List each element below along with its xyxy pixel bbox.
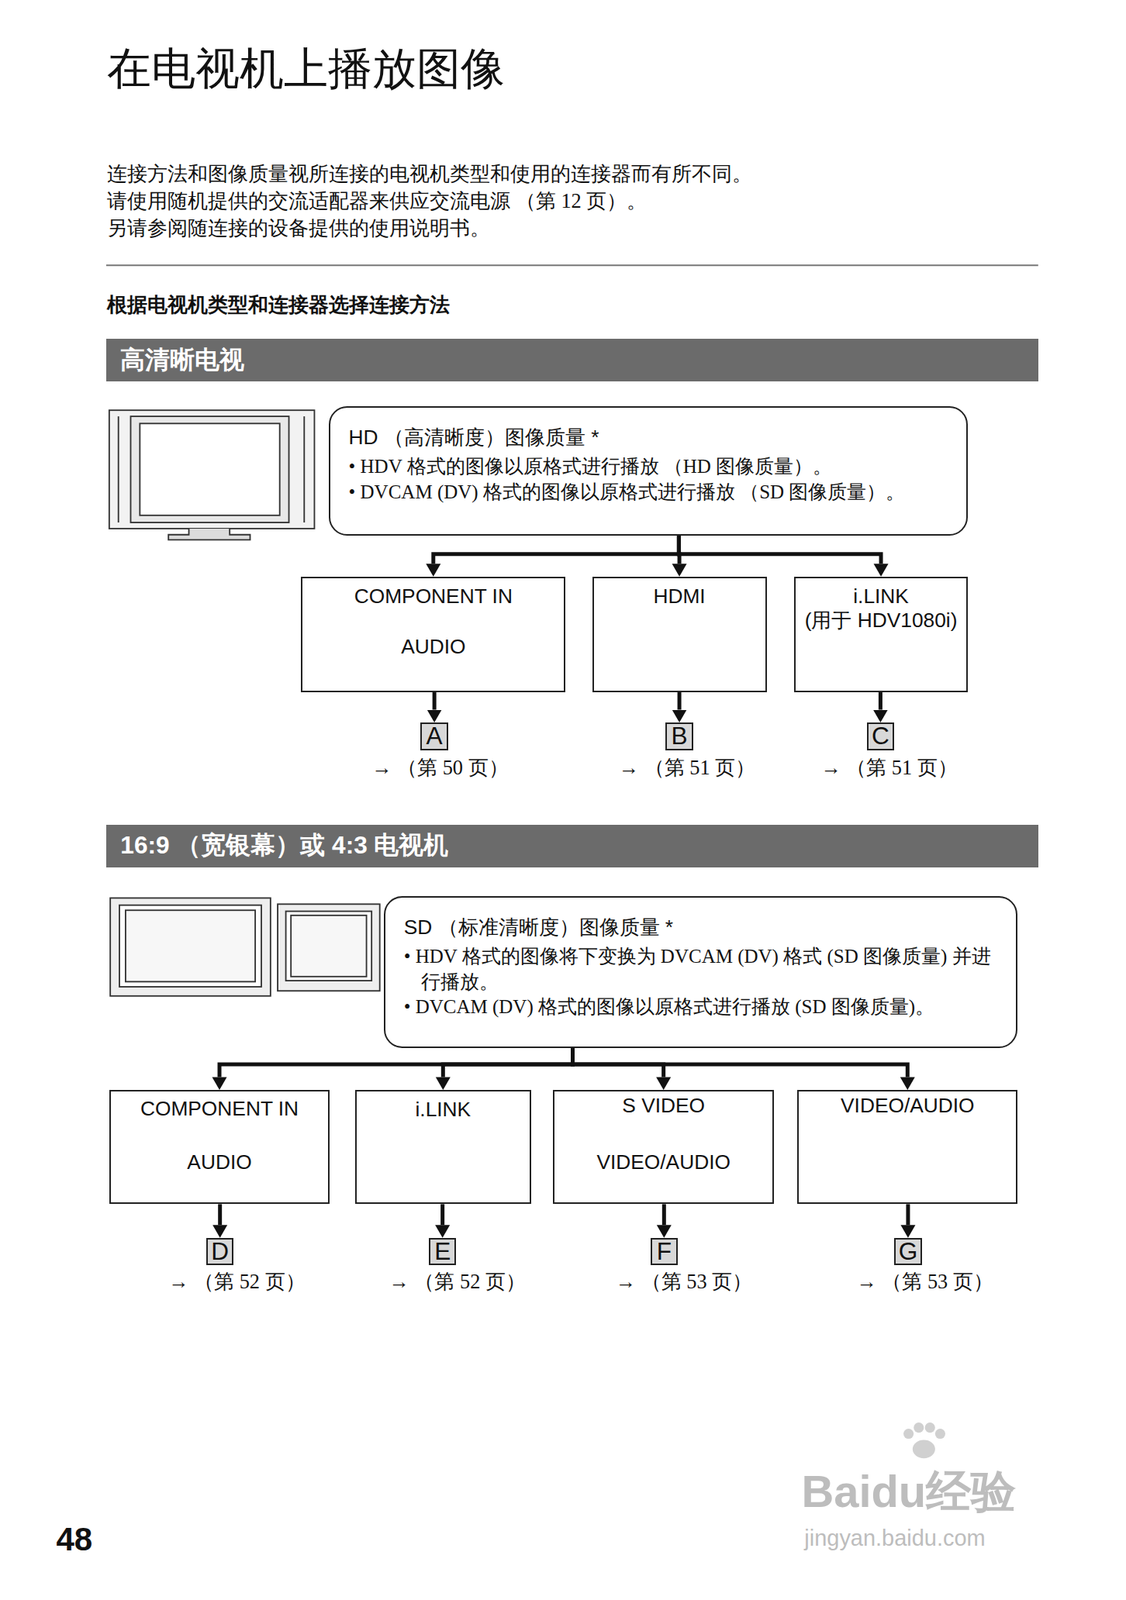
letter-box: B bbox=[665, 722, 694, 751]
bullet-text: • HDV 格式的图像以原格式进行播放 （HD 图像质量）。 bbox=[348, 454, 949, 481]
letter-mark: G bbox=[898, 1239, 919, 1265]
letter-box: G bbox=[894, 1238, 923, 1267]
info-heading: SD （标准清晰度）图像质量 * bbox=[404, 914, 999, 941]
hd-tv-drawing bbox=[109, 410, 315, 540]
rule-line bbox=[106, 264, 1039, 266]
connector-name: S VIDEO bbox=[554, 1094, 772, 1118]
section-band: 高清晰电视 bbox=[106, 338, 1039, 382]
connector-name: VIDEO/AUDIO bbox=[798, 1094, 1016, 1118]
watermark: jingyan.baidu.com bbox=[804, 1525, 985, 1553]
page-ref: → （第 52 页） bbox=[168, 1270, 305, 1296]
connector-arrow bbox=[662, 1204, 667, 1226]
connector-name: VIDEO/AUDIO bbox=[554, 1150, 772, 1175]
letter-mark: D bbox=[210, 1239, 229, 1265]
connector-arrow bbox=[432, 692, 437, 711]
page-ref: → （第 51 页） bbox=[820, 756, 957, 781]
intro-text: 请使用随机提供的交流适配器来供应交流电源 （第 12 页）。 bbox=[107, 189, 647, 215]
connector-arrow bbox=[433, 535, 680, 564]
connector-arrow bbox=[677, 692, 682, 711]
letter-box: C bbox=[866, 722, 895, 751]
watermark-paw bbox=[903, 1423, 946, 1459]
connector-arrow bbox=[678, 535, 881, 564]
connector-arrow bbox=[219, 1048, 573, 1078]
connector-box: i.LINK(用于 HDV1080i) bbox=[794, 576, 968, 693]
connector-name: COMPONENT IN bbox=[110, 1097, 329, 1121]
info-box: HD （高清晰度）图像质量 * • HDV 格式的图像以原格式进行播放 （HD 图… bbox=[328, 406, 968, 536]
letter-box: F bbox=[650, 1238, 679, 1267]
connector-name: i.LINK bbox=[795, 584, 967, 608]
bullet-text: • DVCAM (DV) 格式的图像以原格式进行播放 (SD 图像质量)。 bbox=[404, 994, 999, 1021]
subheading: 根据电视机类型和连接器选择连接方法 bbox=[107, 293, 450, 318]
connector-name: (用于 HDV1080i) bbox=[795, 608, 967, 633]
page-ref: → （第 53 页） bbox=[856, 1270, 993, 1296]
page-ref: → （第 51 页） bbox=[618, 756, 756, 781]
letter-mark: A bbox=[426, 724, 443, 750]
section-band: 16:9 （宽银幕）或 4:3 电视机 bbox=[106, 825, 1039, 868]
letter-box: A bbox=[420, 722, 449, 751]
page-ref: → （第 53 页） bbox=[615, 1270, 753, 1296]
band-title: 高清晰电视 bbox=[120, 344, 245, 377]
connector-arrow bbox=[573, 1048, 909, 1078]
page-ref: → （第 50 页） bbox=[371, 756, 508, 781]
band-title: 16:9 （宽银幕）或 4:3 电视机 bbox=[120, 829, 449, 863]
letter-mark: F bbox=[656, 1239, 672, 1265]
intro-text: 连接方法和图像质量视所连接的电视机类型和使用的连接器而有所不同。 bbox=[107, 162, 753, 187]
page-number: 48 bbox=[55, 1520, 93, 1561]
intro-text: 另请参阅随连接的设备提供的使用说明书。 bbox=[107, 216, 491, 242]
bullet-text: • HDV 格式的图像将下变换为 DVCAM (DV) 格式 (SD 图像质量)… bbox=[404, 944, 999, 995]
letter-box: E bbox=[428, 1238, 457, 1267]
watermark: Baidu经验 bbox=[801, 1465, 1016, 1520]
connector-name: HDMI bbox=[594, 584, 766, 608]
connector-arrow bbox=[440, 1204, 445, 1226]
info-heading: HD （高清晰度）图像质量 * bbox=[348, 424, 949, 451]
connector-arrow bbox=[442, 1048, 573, 1078]
info-box: SD （标准清晰度）图像质量 * • HDV 格式的图像将下变换为 DVCAM (… bbox=[383, 896, 1018, 1049]
page-title: 在电视机上播放图像 bbox=[107, 42, 505, 96]
connector-name: i.LINK bbox=[356, 1098, 529, 1122]
letter-box: D bbox=[206, 1238, 235, 1267]
page-ref: → （第 52 页） bbox=[389, 1270, 526, 1296]
letter-mark: C bbox=[871, 724, 890, 750]
connector-arrow bbox=[878, 692, 883, 711]
connector-name: AUDIO bbox=[110, 1150, 329, 1175]
letter-mark: B bbox=[671, 724, 688, 750]
connector-box: COMPONENT IN AUDIO bbox=[300, 576, 566, 693]
connector-arrow bbox=[905, 1204, 910, 1226]
connector-box: i.LINK bbox=[355, 1090, 531, 1205]
letter-mark: E bbox=[434, 1239, 451, 1265]
connector-name: AUDIO bbox=[302, 635, 564, 659]
connector-name: COMPONENT IN bbox=[302, 584, 564, 608]
connector-box: COMPONENT IN AUDIO bbox=[109, 1090, 330, 1205]
connector-box: VIDEO/AUDIO bbox=[797, 1090, 1018, 1205]
connector-box: S VIDEO VIDEO/AUDIO bbox=[552, 1090, 774, 1205]
connector-arrow bbox=[217, 1204, 222, 1226]
bullet-text: • DVCAM (DV) 格式的图像以原格式进行播放 （SD 图像质量）。 bbox=[348, 480, 949, 506]
sd-tv-drawing bbox=[110, 898, 380, 996]
connector-box: HDMI bbox=[592, 576, 767, 693]
